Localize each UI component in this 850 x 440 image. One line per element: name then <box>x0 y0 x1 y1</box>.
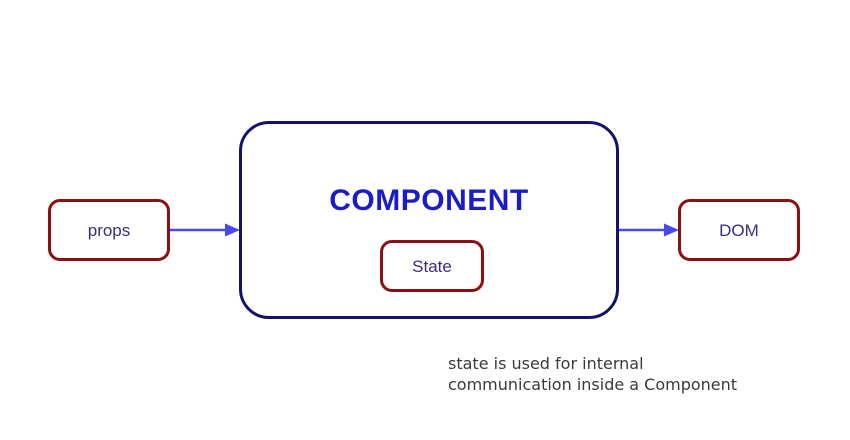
node-dom-label: DOM <box>719 220 759 240</box>
arrow-right-icon <box>619 220 679 240</box>
node-dom: DOM <box>678 199 800 261</box>
caption-line-2: communication inside a Component <box>448 375 738 394</box>
node-state-label: State <box>412 256 452 276</box>
node-component-label: COMPONENT <box>329 184 529 217</box>
node-props-label: props <box>87 220 131 240</box>
caption: state is used for internal communication… <box>448 353 737 395</box>
node-component: COMPONENT State <box>239 121 619 319</box>
arrow-right-icon <box>170 220 240 240</box>
node-state: State <box>380 240 484 292</box>
node-props: props <box>48 199 170 261</box>
caption-line-1: state is used for internal <box>448 354 644 373</box>
